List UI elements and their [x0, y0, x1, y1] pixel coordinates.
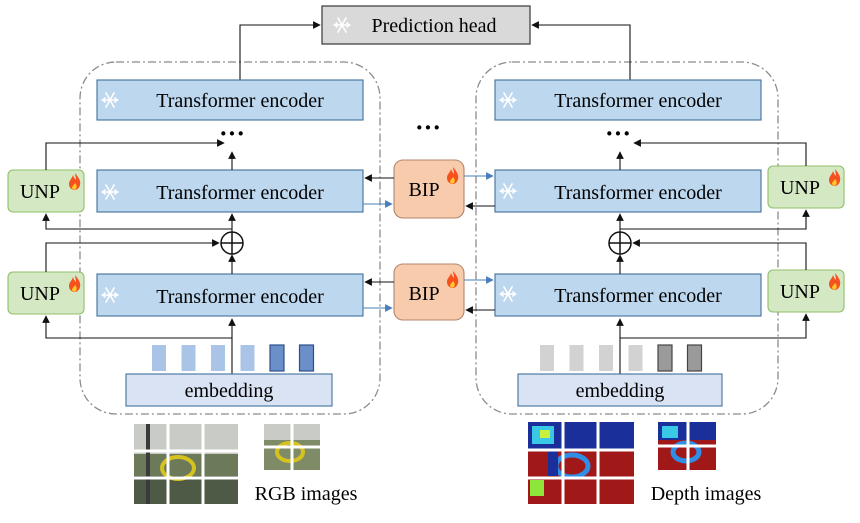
depth-ellipsis: ··· — [605, 119, 631, 148]
unp-label: UNP — [20, 181, 60, 203]
rgb-image-patches — [134, 424, 320, 504]
token-5 — [686, 344, 703, 372]
depth-encoder-bottom: Transformer encoder — [494, 273, 762, 317]
rgb-embedding: embedding — [125, 373, 333, 407]
depth-encoder-middle: Transformer encoder — [494, 169, 762, 213]
embedding-label: embedding — [185, 380, 274, 402]
token-1 — [181, 345, 196, 371]
rgb-branch-frame — [79, 61, 381, 415]
depth-image-patches — [528, 422, 716, 504]
token-4 — [269, 344, 285, 372]
bip-upper: BIP — [393, 159, 465, 219]
unp-label: UNP — [20, 283, 60, 305]
encoder-label: Transformer encoder — [156, 286, 324, 308]
rgb-lower-unp-output-arrow — [45, 239, 220, 272]
circled-plus-icon — [608, 231, 632, 255]
bip-lower: BIP — [393, 263, 465, 321]
depth-unp-upper: UNP — [767, 165, 845, 209]
rgb-patch-sample — [264, 424, 320, 470]
depth-images-label: Depth images — [651, 483, 762, 505]
rgb-lower-unp-input-arrow — [42, 315, 232, 339]
rgb-upper-unp-input-arrow — [42, 213, 232, 230]
encoder-label: Transformer encoder — [554, 90, 722, 112]
token-1 — [569, 345, 584, 371]
depth-lower-unp-input-arrow — [620, 313, 810, 339]
token-0 — [152, 345, 166, 371]
token-5 — [298, 344, 315, 372]
bip-label: BIP — [408, 179, 439, 201]
rgb-to-head-arrow — [239, 21, 321, 80]
depth-to-head-arrow — [531, 21, 631, 80]
depth-token-row — [540, 344, 703, 372]
depth-upper-unp-output-arrow — [633, 139, 807, 166]
rgb-encoder-top: Transformer encoder — [96, 79, 364, 121]
depth-upper-unp-input-arrow — [620, 209, 810, 230]
token-2 — [211, 345, 225, 371]
token-0 — [540, 345, 554, 371]
depth-unp-lower: UNP — [767, 269, 845, 313]
depth-patch-grid — [528, 422, 634, 504]
encoder-label: Transformer encoder — [554, 285, 722, 307]
rgb-upper-unp-output-arrow — [45, 139, 225, 170]
depth-embedding: embedding — [517, 373, 723, 407]
prediction-head: Prediction head — [321, 5, 531, 45]
encoder-label: Transformer encoder — [554, 182, 722, 204]
rgb-encoder-bottom: Transformer encoder — [96, 273, 364, 317]
encoder-label: Transformer encoder — [156, 90, 324, 112]
unp-label: UNP — [780, 281, 820, 303]
depth-patch-sample — [658, 422, 716, 470]
rgb-encoder-middle: Transformer encoder — [96, 169, 364, 213]
center-ellipsis: ··· — [415, 113, 441, 142]
bip-label: BIP — [408, 283, 439, 305]
rgb-unp-lower: UNP — [7, 271, 85, 315]
token-4 — [657, 344, 673, 372]
token-2 — [599, 345, 613, 371]
rgb-ellipsis: ··· — [219, 119, 245, 148]
token-3 — [240, 345, 255, 371]
encoder-label: Transformer encoder — [156, 182, 324, 204]
embedding-label: embedding — [576, 380, 665, 402]
circled-plus-icon — [220, 231, 244, 255]
token-3 — [628, 345, 643, 371]
rgb-unp-upper: UNP — [7, 169, 85, 213]
depth-lower-unp-output-arrow — [632, 239, 807, 270]
prediction-head-label: Prediction head — [372, 15, 497, 37]
depth-encoder-top: Transformer encoder — [494, 79, 762, 121]
rgb-images-label: RGB images — [255, 483, 358, 505]
depth-branch-frame — [475, 61, 779, 415]
unp-label: UNP — [780, 177, 820, 199]
rgb-patch-grid — [134, 424, 238, 504]
rgb-token-row — [152, 344, 315, 372]
